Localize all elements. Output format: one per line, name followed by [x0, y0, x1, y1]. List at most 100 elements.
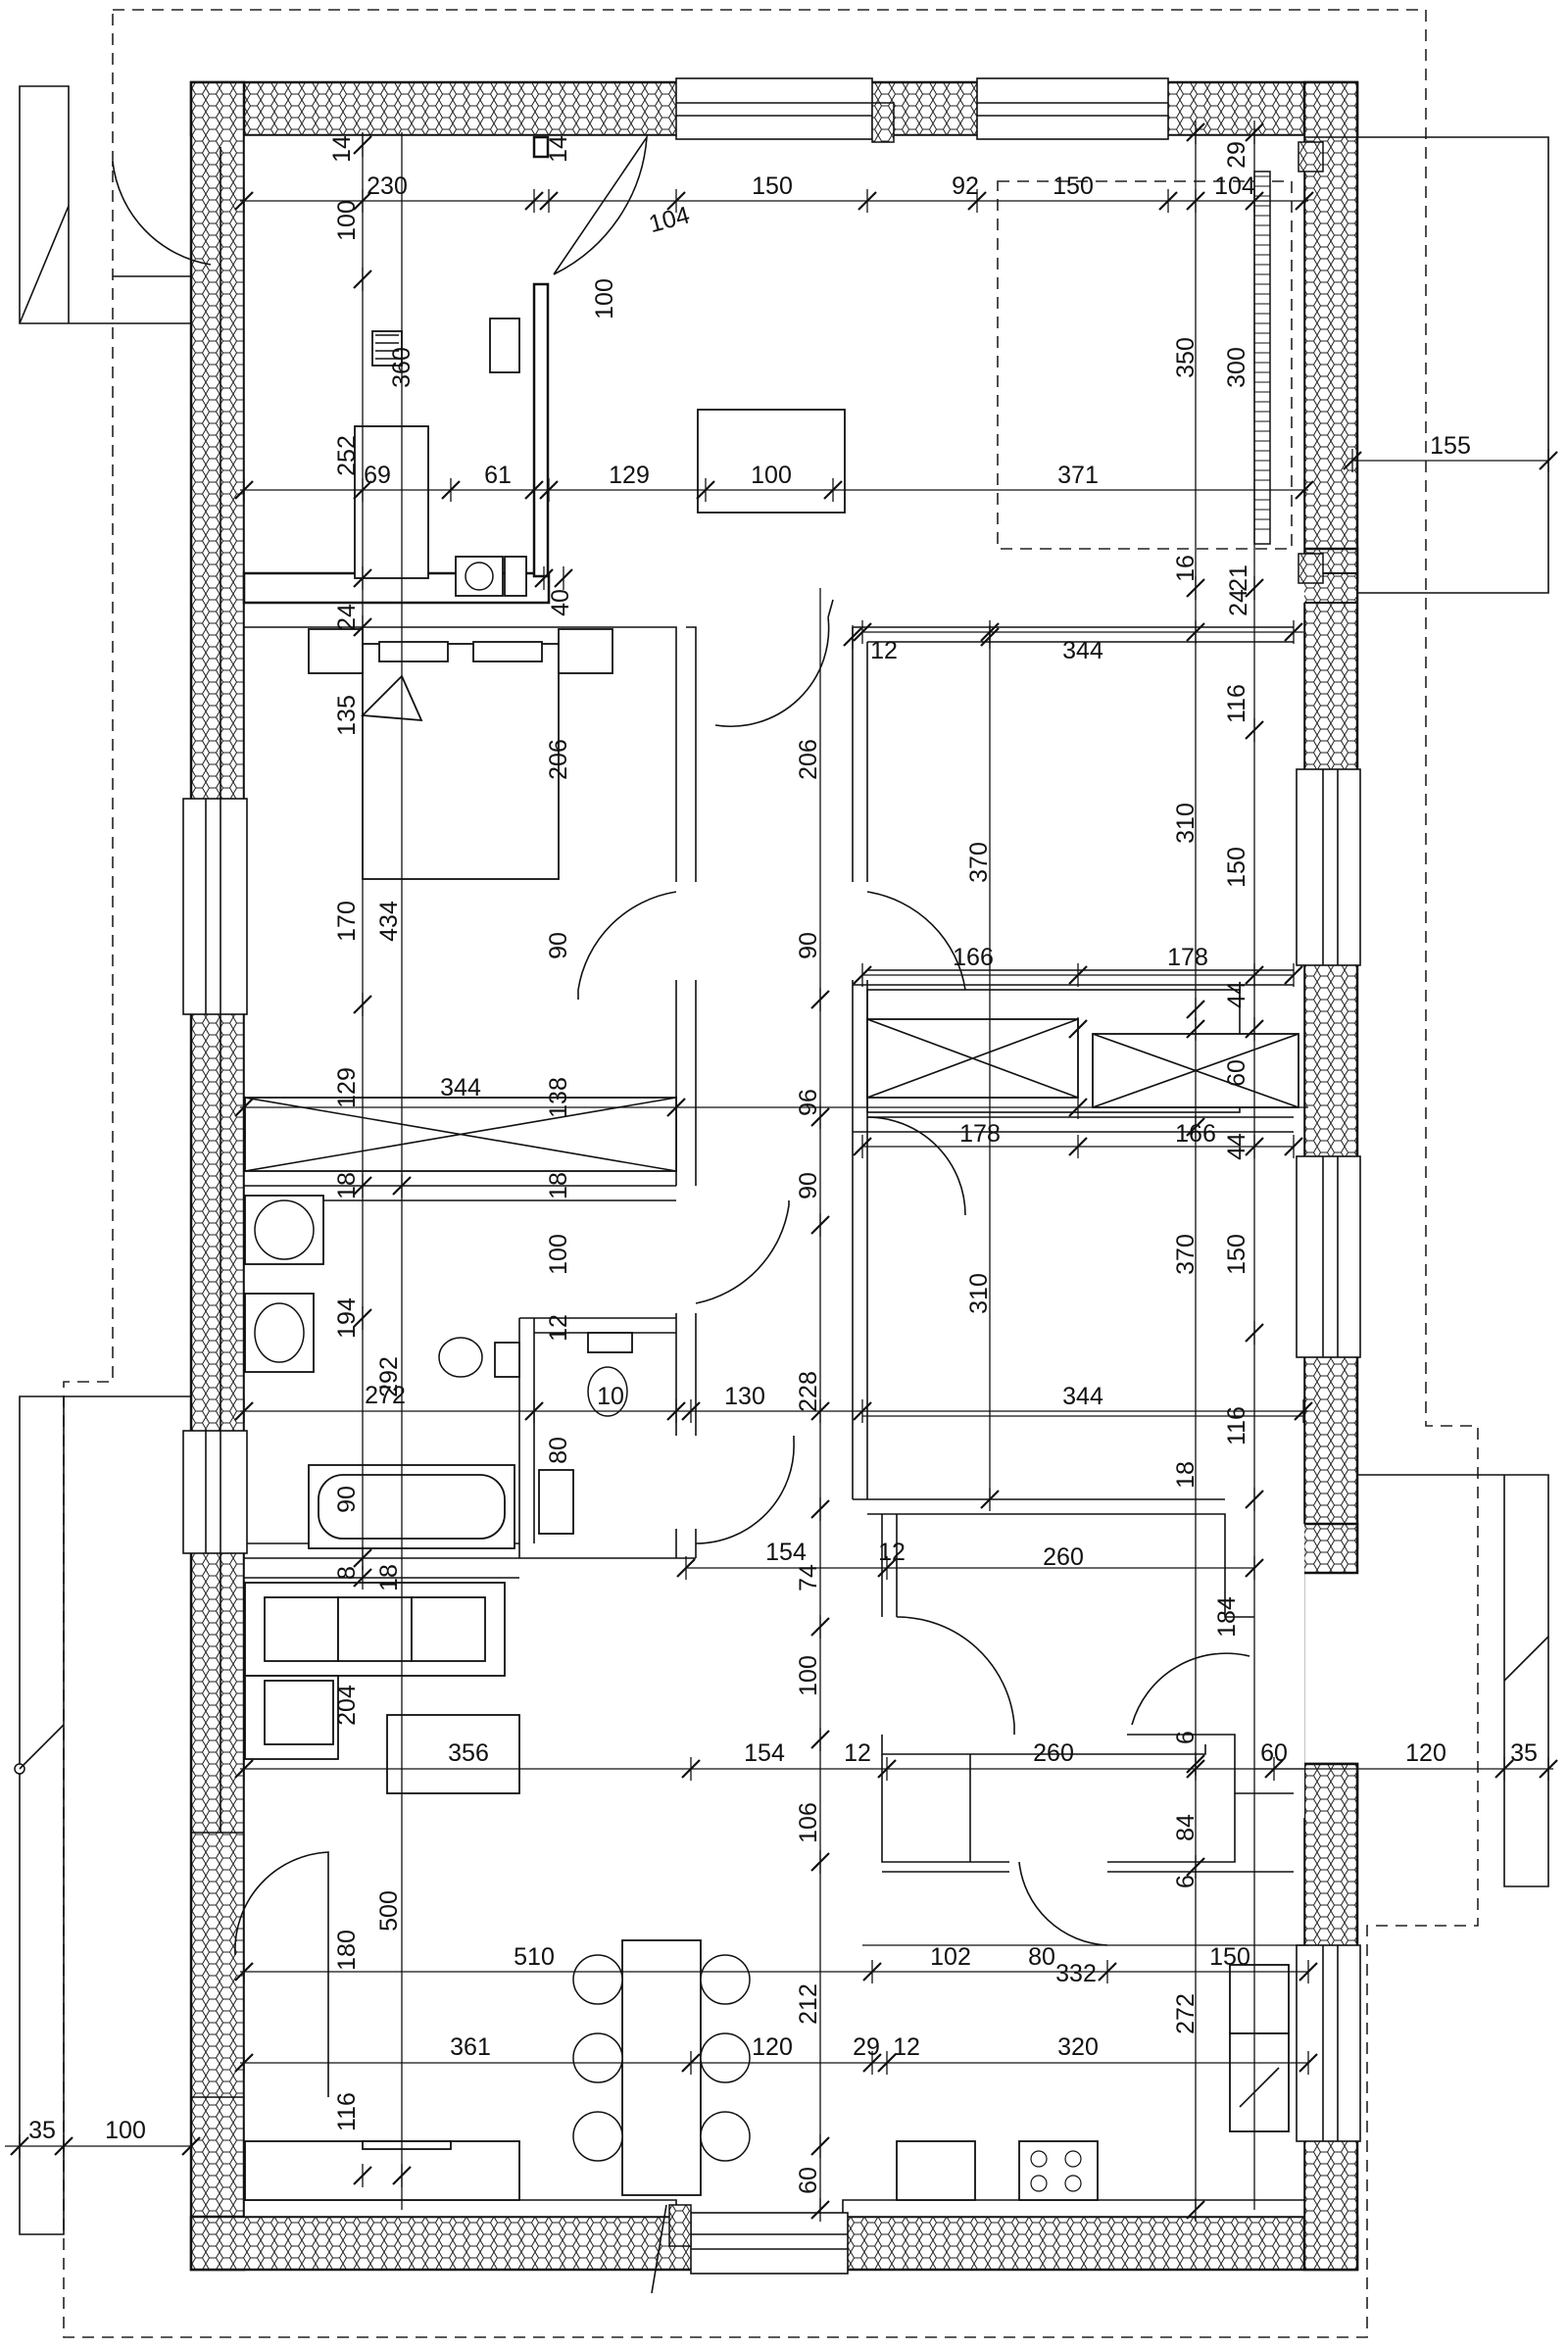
dimension-label: 138 — [545, 1077, 572, 1118]
dimension-label: 434 — [375, 901, 403, 942]
dimension-label: 100 — [751, 462, 792, 489]
dimension-label: 96 — [795, 1089, 822, 1116]
dimension-label: 272 — [1172, 1993, 1200, 2034]
dimension-label: 84 — [1172, 1814, 1200, 1841]
dimension-label: 310 — [1172, 803, 1200, 844]
dimension-label: 500 — [375, 1890, 403, 1932]
dimension-label: 184 — [1213, 1596, 1241, 1638]
dimension-label: 344 — [1062, 1383, 1103, 1410]
dimension-label: 44 — [1223, 981, 1250, 1008]
dimension-label: 370 — [965, 842, 993, 883]
dimension-label: 212 — [795, 1983, 822, 2025]
external-elements — [14, 85, 1549, 2235]
plot-boundary — [63, 9, 1479, 2338]
dimension-label: 170 — [333, 901, 361, 942]
dimension-label: 180 — [333, 1930, 361, 1971]
dimension-label: 12 — [878, 1539, 906, 1566]
dimension-label: 150 — [1223, 847, 1250, 888]
dimension-label: 292 — [375, 1356, 403, 1397]
doors — [112, 134, 1250, 2294]
dimension-label: 120 — [1405, 1739, 1446, 1767]
dimension-label: 178 — [1167, 944, 1208, 971]
dimension-label: 206 — [795, 739, 822, 780]
dimension-lines — [5, 132, 1553, 2210]
dimension-label: 100 — [105, 2117, 146, 2144]
dimension-label: 150 — [752, 172, 793, 200]
dimension-label: 6 — [1172, 1731, 1200, 1744]
dimension-label: 18 — [333, 1172, 361, 1199]
dimension-label: 24 — [333, 604, 361, 631]
dimension-label: 106 — [795, 1802, 822, 1843]
dimension-label: 10 — [597, 1383, 624, 1410]
dimension-label: 35 — [28, 2117, 56, 2144]
dimension-label: 260 — [1033, 1739, 1074, 1767]
dimension-label: 29 — [853, 2033, 880, 2061]
dimension-label: 74 — [795, 1564, 822, 1591]
dimension-label: 129 — [609, 462, 650, 489]
dimension-label: 102 — [930, 1943, 971, 1971]
dimension-label: 130 — [724, 1383, 765, 1410]
dimension-label: 194 — [333, 1297, 361, 1339]
dimension-label: 129 — [333, 1067, 361, 1108]
dimension-label: 60 — [795, 2167, 822, 2194]
dimension-label: 104 — [1214, 172, 1255, 200]
dimension-label: 370 — [1172, 1234, 1200, 1275]
dimension-label: 35 — [1510, 1739, 1538, 1767]
dimension-label: 155 — [1430, 432, 1471, 460]
dimension-label: 260 — [1043, 1543, 1084, 1571]
dimension-label: 18 — [1172, 1461, 1200, 1489]
dimension-label: 166 — [953, 944, 994, 971]
dimension-label: 61 — [484, 462, 512, 489]
dimension-label: 90 — [795, 932, 822, 959]
dimension-label: 12 — [870, 637, 898, 664]
dimension-label: 116 — [333, 2092, 361, 2131]
dimension-label: 80 — [1028, 1943, 1055, 1971]
dimension-label: 90 — [545, 932, 572, 959]
dimension-label: 320 — [1057, 2033, 1099, 2061]
dimension-label: 344 — [440, 1074, 481, 1101]
dimension-label: 90 — [795, 1172, 822, 1199]
dimension-label: 300 — [1223, 347, 1250, 388]
dimension-label: 90 — [333, 1486, 361, 1513]
dimension-label: 18 — [545, 1172, 572, 1199]
dimension-label: 344 — [1062, 637, 1103, 664]
dimension-label: 100 — [591, 278, 618, 319]
dimension-label: 16 — [1172, 555, 1200, 582]
dimension-label: 204 — [333, 1685, 361, 1726]
dimension-label: 12 — [893, 2033, 920, 2061]
dimension-label: 310 — [965, 1273, 993, 1314]
dimension-label: 206 — [545, 739, 572, 780]
dimension-label: 356 — [448, 1739, 489, 1767]
dimension-label: 40 — [547, 589, 574, 616]
dimension-label: 272 — [365, 1382, 406, 1409]
dimension-label: 252 — [333, 435, 361, 476]
dimension-label: 360 — [388, 347, 416, 388]
dimension-label: 120 — [752, 2033, 793, 2061]
dimension-label: 178 — [959, 1120, 1001, 1148]
dimension-label: 100 — [545, 1234, 572, 1275]
dimension-label: 150 — [1209, 1943, 1250, 1971]
dimension-label: 116 — [1223, 1406, 1250, 1445]
dimension-label: 230 — [367, 172, 408, 200]
dimension-label: 150 — [1223, 1234, 1250, 1275]
dimension-label: 29 — [1223, 141, 1250, 169]
dimension-label: 14 — [328, 135, 356, 163]
double-bed — [362, 643, 560, 880]
dimension-label: 18 — [375, 1564, 403, 1591]
windows — [182, 77, 1361, 2275]
dimension-label: 60 — [1223, 1059, 1250, 1087]
dimension-label: 135 — [333, 695, 361, 736]
dimension-label: 350 — [1172, 337, 1200, 378]
dimension-label: 361 — [450, 2033, 491, 2061]
dimension-label: 116 — [1223, 684, 1250, 723]
dimension-label: 510 — [514, 1943, 555, 1971]
dimension-label: 92 — [952, 172, 979, 200]
dimension-label: 332 — [1055, 1960, 1097, 1987]
dimension-label: 371 — [1057, 462, 1099, 489]
dimension-ticks — [10, 121, 1558, 2222]
dimension-label: 21 — [1225, 564, 1252, 592]
dimension-label: 8 — [333, 1566, 361, 1580]
dimension-label: 80 — [545, 1437, 572, 1464]
